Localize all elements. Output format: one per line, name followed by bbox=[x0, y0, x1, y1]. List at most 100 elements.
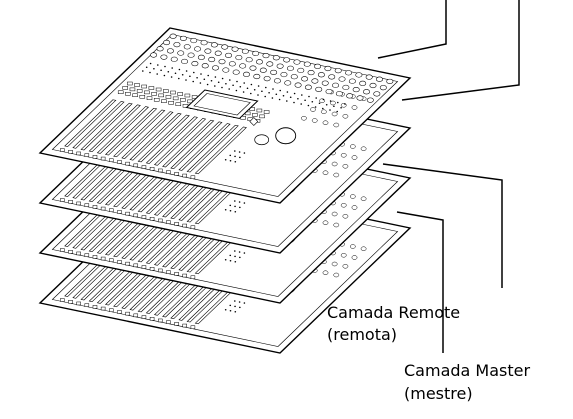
channel-knob bbox=[318, 72, 324, 77]
channel-knob bbox=[332, 83, 338, 88]
channel-knob bbox=[283, 58, 289, 63]
knob bbox=[312, 119, 317, 123]
fader-cap bbox=[166, 271, 170, 274]
indicator-dot bbox=[218, 81, 220, 83]
fader-cap bbox=[85, 154, 89, 157]
fader-cap bbox=[69, 250, 73, 253]
channel-button bbox=[140, 95, 145, 98]
channel-knob bbox=[314, 64, 320, 69]
channel-knob bbox=[246, 57, 252, 62]
indicator-dot bbox=[330, 100, 332, 102]
channel-knob bbox=[346, 94, 352, 99]
fader-cap bbox=[93, 255, 97, 258]
channel-button bbox=[185, 94, 190, 97]
fader-cap bbox=[69, 150, 73, 153]
indicator-dot bbox=[290, 96, 292, 98]
led-dot bbox=[234, 306, 236, 308]
indicator-dot bbox=[257, 94, 259, 96]
indicator-dot bbox=[312, 101, 314, 103]
channel-knob bbox=[178, 51, 184, 56]
fader-cap bbox=[134, 314, 138, 317]
knob bbox=[343, 214, 348, 218]
fader-cap bbox=[183, 174, 187, 177]
led-dot bbox=[239, 207, 241, 209]
channel-button bbox=[152, 92, 157, 95]
indicator-dot bbox=[164, 66, 166, 68]
channel-button bbox=[147, 97, 152, 100]
fader-cap bbox=[101, 157, 105, 160]
fader-cap bbox=[183, 324, 187, 327]
channel-knob bbox=[294, 60, 300, 65]
channel-knob bbox=[336, 91, 342, 96]
fader-cap bbox=[150, 217, 154, 220]
indicator-dot bbox=[272, 97, 274, 99]
channel-button bbox=[135, 84, 140, 87]
indicator-dot bbox=[279, 90, 281, 92]
indicator-dot bbox=[319, 102, 321, 104]
led-dot bbox=[229, 305, 231, 307]
indicator-dot bbox=[304, 99, 306, 101]
channel-knob bbox=[304, 62, 310, 67]
indicator-dot bbox=[323, 99, 325, 101]
fader-cap bbox=[117, 260, 121, 263]
channel-knob bbox=[205, 49, 211, 54]
indicator-dot bbox=[160, 69, 162, 71]
led-dot bbox=[225, 159, 227, 161]
fader-cap bbox=[93, 205, 97, 208]
knob bbox=[334, 223, 339, 227]
led-dot bbox=[235, 261, 237, 263]
channel-knob bbox=[184, 45, 190, 50]
led-dot bbox=[230, 210, 232, 212]
fader-cap bbox=[60, 199, 64, 202]
indicator-dot bbox=[243, 91, 245, 93]
indicator-dot bbox=[308, 105, 310, 107]
fader-cap bbox=[166, 221, 170, 224]
indicator-dot bbox=[200, 73, 202, 75]
led-dot bbox=[229, 255, 231, 257]
channel-button bbox=[159, 94, 164, 97]
indicator-dot bbox=[214, 85, 216, 87]
led-dot bbox=[239, 301, 241, 303]
channel-knob bbox=[270, 70, 276, 75]
indicator-dot bbox=[272, 88, 274, 90]
fader-cap bbox=[150, 167, 154, 170]
channel-knob bbox=[212, 66, 218, 71]
indicator-dot bbox=[182, 74, 184, 76]
fader-cap bbox=[85, 204, 89, 207]
knob bbox=[343, 164, 348, 168]
fader-cap bbox=[150, 267, 154, 270]
led-dot bbox=[244, 202, 246, 204]
channel-knob bbox=[223, 68, 229, 73]
channel-knob bbox=[285, 81, 291, 86]
channel-button bbox=[176, 103, 181, 106]
fader-cap bbox=[117, 160, 121, 163]
led-dot bbox=[234, 200, 236, 202]
indicator-dot bbox=[308, 96, 310, 98]
channel-button bbox=[257, 109, 262, 112]
indicator-dot bbox=[156, 73, 158, 75]
fader-cap bbox=[93, 305, 97, 308]
channel-knob bbox=[194, 47, 200, 52]
channel-knob bbox=[305, 85, 311, 90]
led-dot bbox=[239, 151, 241, 153]
indicator-dot bbox=[293, 102, 295, 104]
indicator-dot bbox=[283, 95, 285, 97]
led-dot bbox=[230, 260, 232, 262]
channel-knob bbox=[264, 76, 270, 81]
channel-knob bbox=[295, 83, 301, 88]
fader-cap bbox=[183, 224, 187, 227]
channel-knob bbox=[387, 79, 393, 84]
indicator-dot bbox=[232, 84, 234, 86]
channel-knob bbox=[291, 74, 297, 79]
channel-button bbox=[180, 98, 185, 101]
knob bbox=[332, 262, 337, 266]
channel-knob bbox=[202, 63, 208, 68]
indicator-dot bbox=[221, 87, 223, 89]
channel-knob bbox=[171, 57, 177, 62]
channel-button bbox=[118, 91, 123, 94]
channel-knob bbox=[281, 72, 287, 77]
channel-knob bbox=[353, 87, 359, 92]
indicator-dot bbox=[236, 90, 238, 92]
indicator-dot bbox=[329, 109, 331, 111]
